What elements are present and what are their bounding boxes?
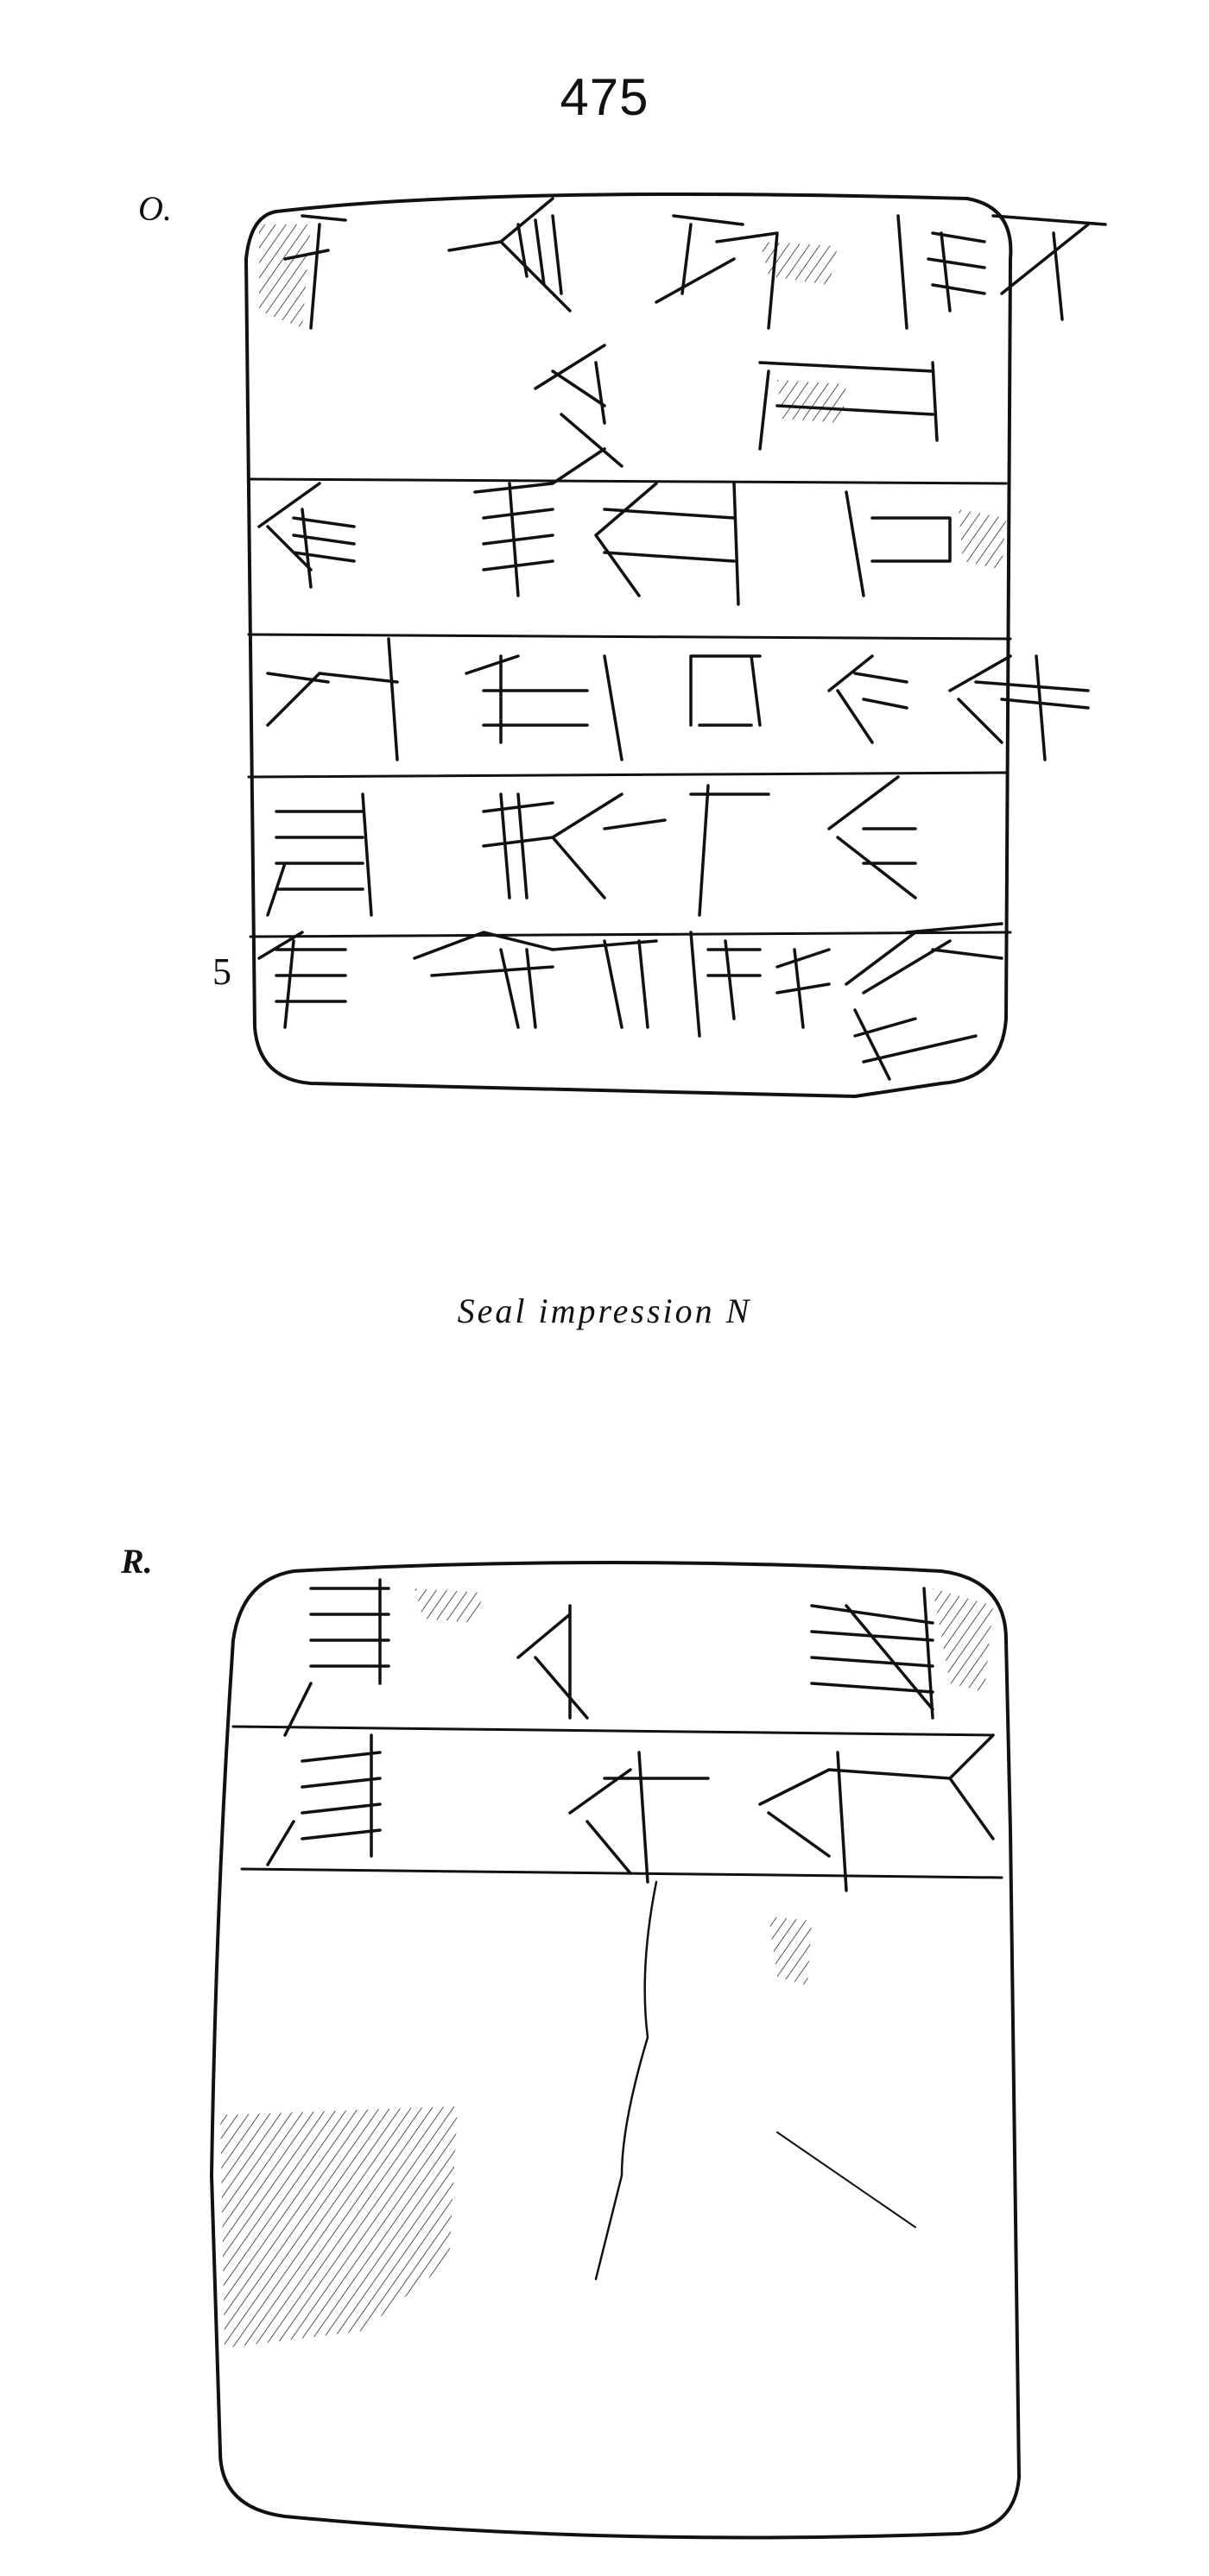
cuneiform-sign	[413, 931, 554, 1029]
cuneiform-sign	[758, 361, 939, 451]
reverse-damage-hatch	[415, 1588, 484, 1623]
cuneiform-sign	[283, 1578, 390, 1737]
ruling-line	[247, 633, 1012, 641]
ruling-line	[231, 1725, 995, 1737]
ruling-line	[249, 931, 1012, 938]
reverse-crack	[594, 1880, 658, 2281]
obverse-outline	[244, 193, 1013, 1098]
obverse-damage-hatch	[777, 380, 846, 423]
seal-impression-caption: Seal impression N	[457, 1291, 752, 1330]
cuneiform-sign	[465, 654, 589, 744]
reverse-damage-hatch	[933, 1588, 993, 1692]
ruling-line	[247, 477, 1008, 485]
cuneiform-sign	[655, 214, 779, 330]
cuneiform-sign	[948, 654, 1090, 761]
reverse-damage-hatch	[220, 2106, 458, 2348]
obverse-damage-hatch	[760, 242, 838, 285]
cuneiform-sign	[473, 447, 606, 597]
cuneiform-sign	[551, 792, 667, 900]
cuneiform-sign	[257, 931, 347, 1029]
cuneiform-sign	[689, 784, 770, 917]
obverse-tablet	[244, 193, 1107, 1098]
cuneiform-sign	[266, 1733, 382, 1866]
cuneiform-sign	[568, 1751, 710, 1884]
cuneiform-sign	[689, 931, 762, 1038]
obverse-damage-hatch	[259, 224, 311, 328]
cuneiform-sign	[266, 637, 399, 761]
reverse-rulings	[231, 1725, 1003, 1879]
line-number-5: 5	[212, 950, 231, 993]
reverse-damage-hatch	[769, 1916, 812, 1986]
cuneiform-sign	[845, 490, 952, 597]
obverse-damage-hatch	[959, 509, 1006, 570]
reverse-outline	[210, 1561, 1021, 2540]
cuneiform-sign	[534, 344, 623, 468]
cuneiform-sign	[603, 654, 762, 761]
cuneiform-sign	[758, 1733, 995, 1892]
cuneiform-sign	[551, 939, 658, 1029]
cuneiform-sign	[896, 214, 986, 330]
cuneiform-sign	[594, 482, 740, 606]
obverse-label: O.	[138, 189, 172, 228]
cuneiform-sign	[447, 197, 572, 313]
cuneiform-sign	[845, 922, 1003, 1081]
cuneiform-sign	[827, 775, 917, 900]
cuneiform-sign	[482, 792, 554, 900]
cuneiform-sign	[257, 482, 356, 589]
cuneiform-sign	[827, 654, 908, 744]
ruling-line	[240, 1867, 1003, 1879]
page-number: 475	[560, 68, 649, 126]
cuneiform-sign	[775, 948, 831, 1029]
reverse-label: R.	[121, 1542, 153, 1581]
cuneiform-sign	[991, 214, 1107, 321]
cuneiform-sign	[516, 1604, 589, 1720]
cuneiform-sign	[810, 1587, 934, 1720]
cuneiform-sign	[283, 214, 347, 330]
reverse-tablet	[210, 1561, 1021, 2540]
ruling-line	[247, 771, 1008, 779]
cuneiform-sign	[266, 792, 373, 917]
obverse-cuneiform-signs	[257, 197, 1107, 1081]
reverse-scratch	[776, 2131, 916, 2228]
obverse-rulings	[247, 477, 1012, 938]
cuneiform-sign	[853, 1017, 978, 1064]
reverse-cuneiform-signs	[266, 1578, 995, 1892]
